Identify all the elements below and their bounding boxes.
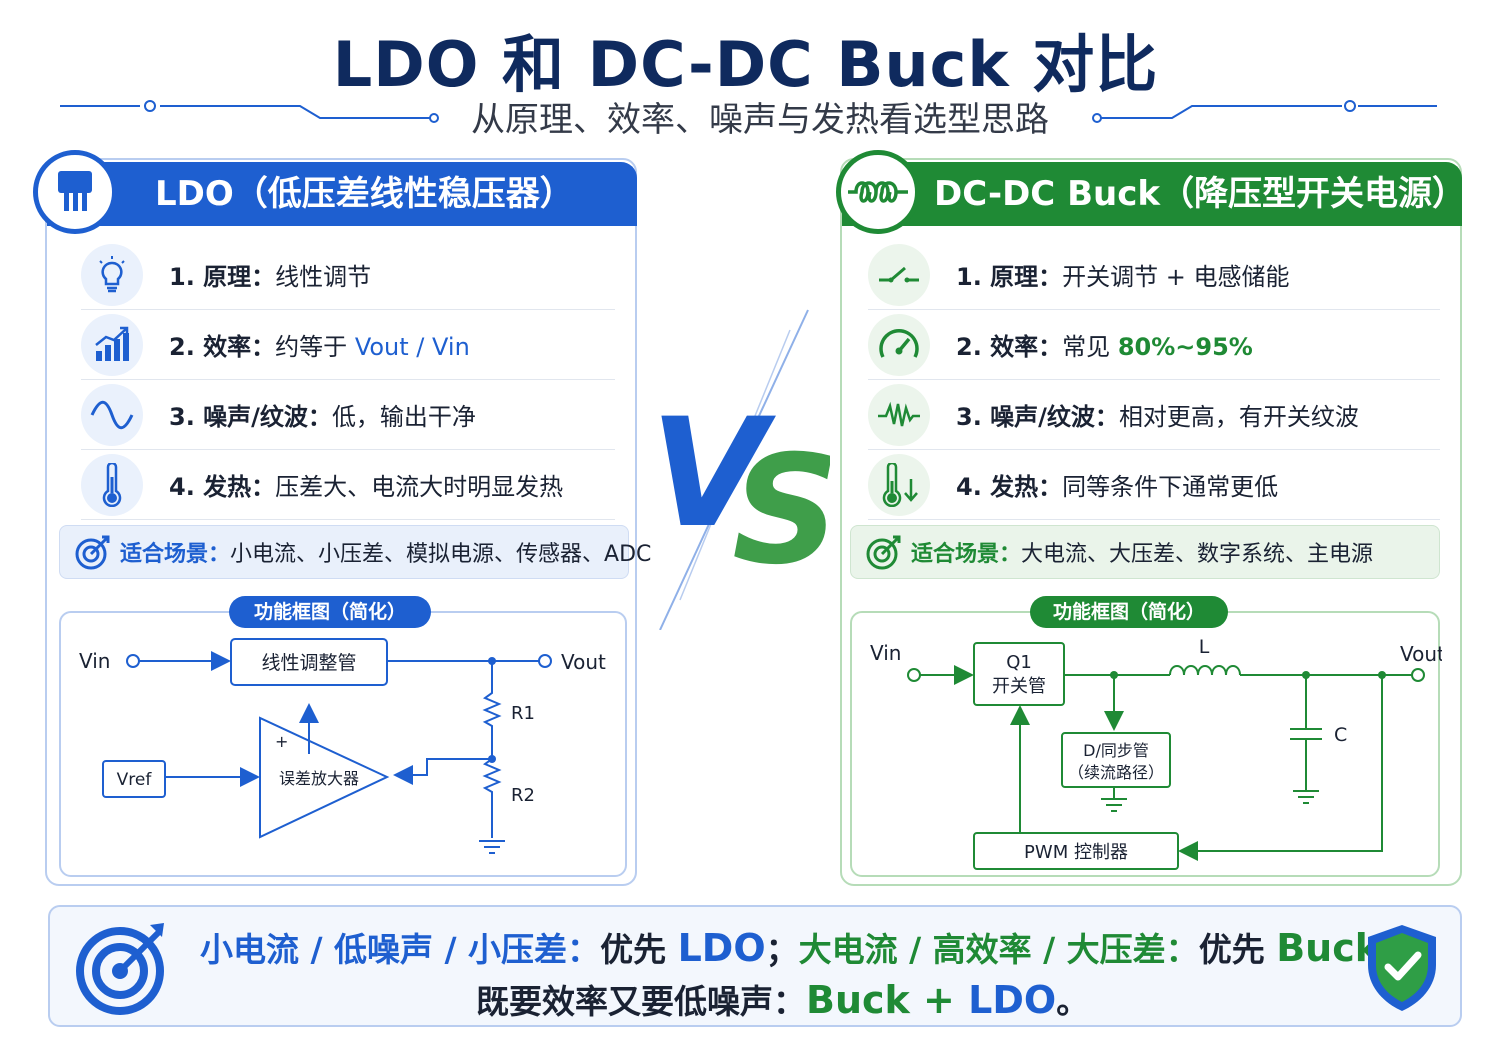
ripple-wave-icon [868,383,930,446]
conclusion-combo-ldo: LDO [968,978,1057,1022]
ldo-noise-label: 3. 噪声/纹波： [169,403,332,431]
ldo-circuit: Vin Vout 线性调整管 Vref + 误差放大器 R1 R2 [79,638,606,854]
buck-circuit: Vin Vout Q1 开关管 L C D/同步管 （续流路径） PWM 控制器 [870,636,1442,870]
shield-check-icon [1368,925,1436,1011]
buck-row-noise: 3. 噪声/纹波：相对更高，有开关纹波 [868,380,1440,450]
ldo-amp-label: 误差放大器 [279,769,359,788]
inductor-icon [836,150,920,234]
ldo-row-noise: 3. 噪声/纹波：低，输出干净 [81,380,615,450]
bullseye-icon [76,923,164,1015]
ldo-efficiency-value: Vout / Vin [354,333,470,361]
buck-pwm-label: PWM 控制器 [1024,842,1128,863]
buck-diagram: 功能框图（简化） [850,596,1442,877]
page-title: LDO 和 DC-DC Buck 对比 [332,28,1159,101]
bar-chart-icon [81,313,143,376]
buck-principle-label: 1. 原理： [956,263,1063,291]
buck-diode-sub: （续流路径） [1068,763,1164,782]
ldo-diagram: 功能框图（简化） Vin Vout [59,596,627,877]
ldo-vref-label: Vref [117,770,153,790]
ldo-scene: 适合场景： 小电流、小压差、模拟电源、传感器、ADC [59,525,651,579]
buck-scene-text: 大电流、大压差、数字系统、主电源 [1021,542,1374,567]
ldo-principle-text: 线性调节 [275,263,372,291]
ldo-vout-label: Vout [561,650,606,674]
conclusion-ldo-cond: 小电流 / 低噪声 / 小压差： [200,930,601,969]
ldo-heat-text: 压差大、电流大时明显发热 [275,473,564,501]
buck-row-heat: 4. 发热：同等条件下通常更低 [868,450,1440,520]
ldo-row-heat: 4. 发热：压差大、电流大时明显发热 [81,450,615,520]
ldo-principle-label: 1. 原理： [169,263,276,291]
conclusion-line2: 既要效率又要低噪声：Buck + LDO。 [476,975,1089,1023]
ldo-scene-text: 小电流、小压差、模拟电源、传感器、ADC [230,542,652,567]
vs-s: S [732,424,830,598]
subtitle: 从原理、效率、噪声与发热看选型思路 [471,100,1049,140]
buck-c-label: C [1334,724,1347,746]
ldo-panel: LDO（低压差线性稳压器） 1. 原理：线性调节 2. 效率：约等于 Vout … [33,150,651,886]
conclusion-ldo-prefer: 优先 [600,930,678,969]
gauge-icon [868,313,930,376]
buck-heat-label: 4. 发热： [956,473,1063,501]
conclusion-buck-prefer: 优先 [1198,930,1277,969]
buck-noise-text: 相对更高，有开关纹波 [1118,403,1359,431]
ldo-scene-label: 适合场景： [120,542,231,567]
title-deco-right [1092,100,1437,123]
buck-header: DC-DC Buck（降压型开关电源） [842,162,1466,226]
buck-efficiency-text: 常见 [1062,333,1118,361]
vs-v: V [650,387,776,561]
buck-scene-label: 适合场景： [911,542,1022,567]
ldo-header-text: LDO（低压差线性稳压器） [155,174,574,214]
buck-heat-text: 同等条件下通常更低 [1062,473,1279,501]
ldo-row-principle: 1. 原理：线性调节 [81,240,615,310]
conclusion-combo-buck: Buck + [806,978,969,1022]
buck-efficiency-label: 2. 效率： [956,333,1063,361]
buck-efficiency-value: 80%~95% [1117,333,1253,361]
ldo-efficiency-text: 约等于 [275,333,355,361]
conclusion-buck-cond: 大电流 / 高效率 / 大压差： [798,930,1199,969]
buck-noise-label: 3. 噪声/纹波： [956,403,1119,431]
buck-l-label: L [1199,636,1210,658]
buck-diagram-tag: 功能框图（简化） [1030,596,1228,628]
title-deco-left [60,100,439,123]
conclusion-period: 。 [1056,982,1090,1021]
vs-graphic: V S [650,309,830,630]
ldo-noise-text: 低，输出干净 [331,403,476,431]
chip-icon [33,150,117,234]
buck-row-efficiency: 2. 效率：常见 80%~95% [868,310,1440,380]
buck-q1-sub: 开关管 [992,676,1046,697]
buck-panel: DC-DC Buck（降压型开关电源） 1. 原理：开关调节 + 电感储能 2.… [836,150,1466,886]
conclusion-box: 小电流 / 低噪声 / 小压差：优先 LDO；大电流 / 高效率 / 大压差：优… [48,905,1462,1027]
thermometer-down-icon [868,453,930,516]
conclusion-line1: 小电流 / 低噪声 / 小压差：优先 LDO；大电流 / 高效率 / 大压差：优… [200,923,1413,971]
ldo-r2-label: R2 [511,785,535,806]
ldo-diagram-tag: 功能框图（简化） [229,596,431,628]
conclusion-both: 既要效率又要低噪声： [476,982,806,1021]
buck-header-text: DC-DC Buck（降压型开关电源） [934,174,1466,214]
target-icon [74,533,112,571]
buck-vin-label: Vin [870,641,901,665]
sine-wave-icon [81,383,143,446]
target-icon [865,533,903,571]
ldo-vin-label: Vin [79,649,110,673]
ldo-efficiency-label: 2. 效率： [169,333,276,361]
ldo-r1-label: R1 [511,703,535,724]
buck-row-principle: 1. 原理：开关调节 + 电感储能 [868,240,1440,310]
switch-icon [868,243,930,306]
conclusion-sep: ； [765,930,799,969]
buck-scene: 适合场景： 大电流、大压差、数字系统、主电源 [850,525,1440,579]
ldo-reg-label: 线性调整管 [261,652,356,674]
buck-principle-text: 开关调节 + 电感储能 [1062,263,1290,291]
ldo-row-efficiency: 2. 效率：约等于 Vout / Vin [81,310,615,380]
buck-diode-label: D/同步管 [1083,741,1149,760]
ldo-heat-label: 4. 发热： [169,473,276,501]
ldo-amp-plus: + [275,732,288,751]
conclusion-buck-name: Buck [1276,926,1381,970]
conclusion-ldo-name: LDO [677,926,766,970]
lightbulb-icon [81,243,143,306]
ldo-header: LDO（低压差线性稳压器） [47,162,637,226]
buck-vout-label: Vout [1400,642,1442,666]
thermometer-icon [81,453,143,516]
buck-q1-label: Q1 [1006,652,1032,673]
